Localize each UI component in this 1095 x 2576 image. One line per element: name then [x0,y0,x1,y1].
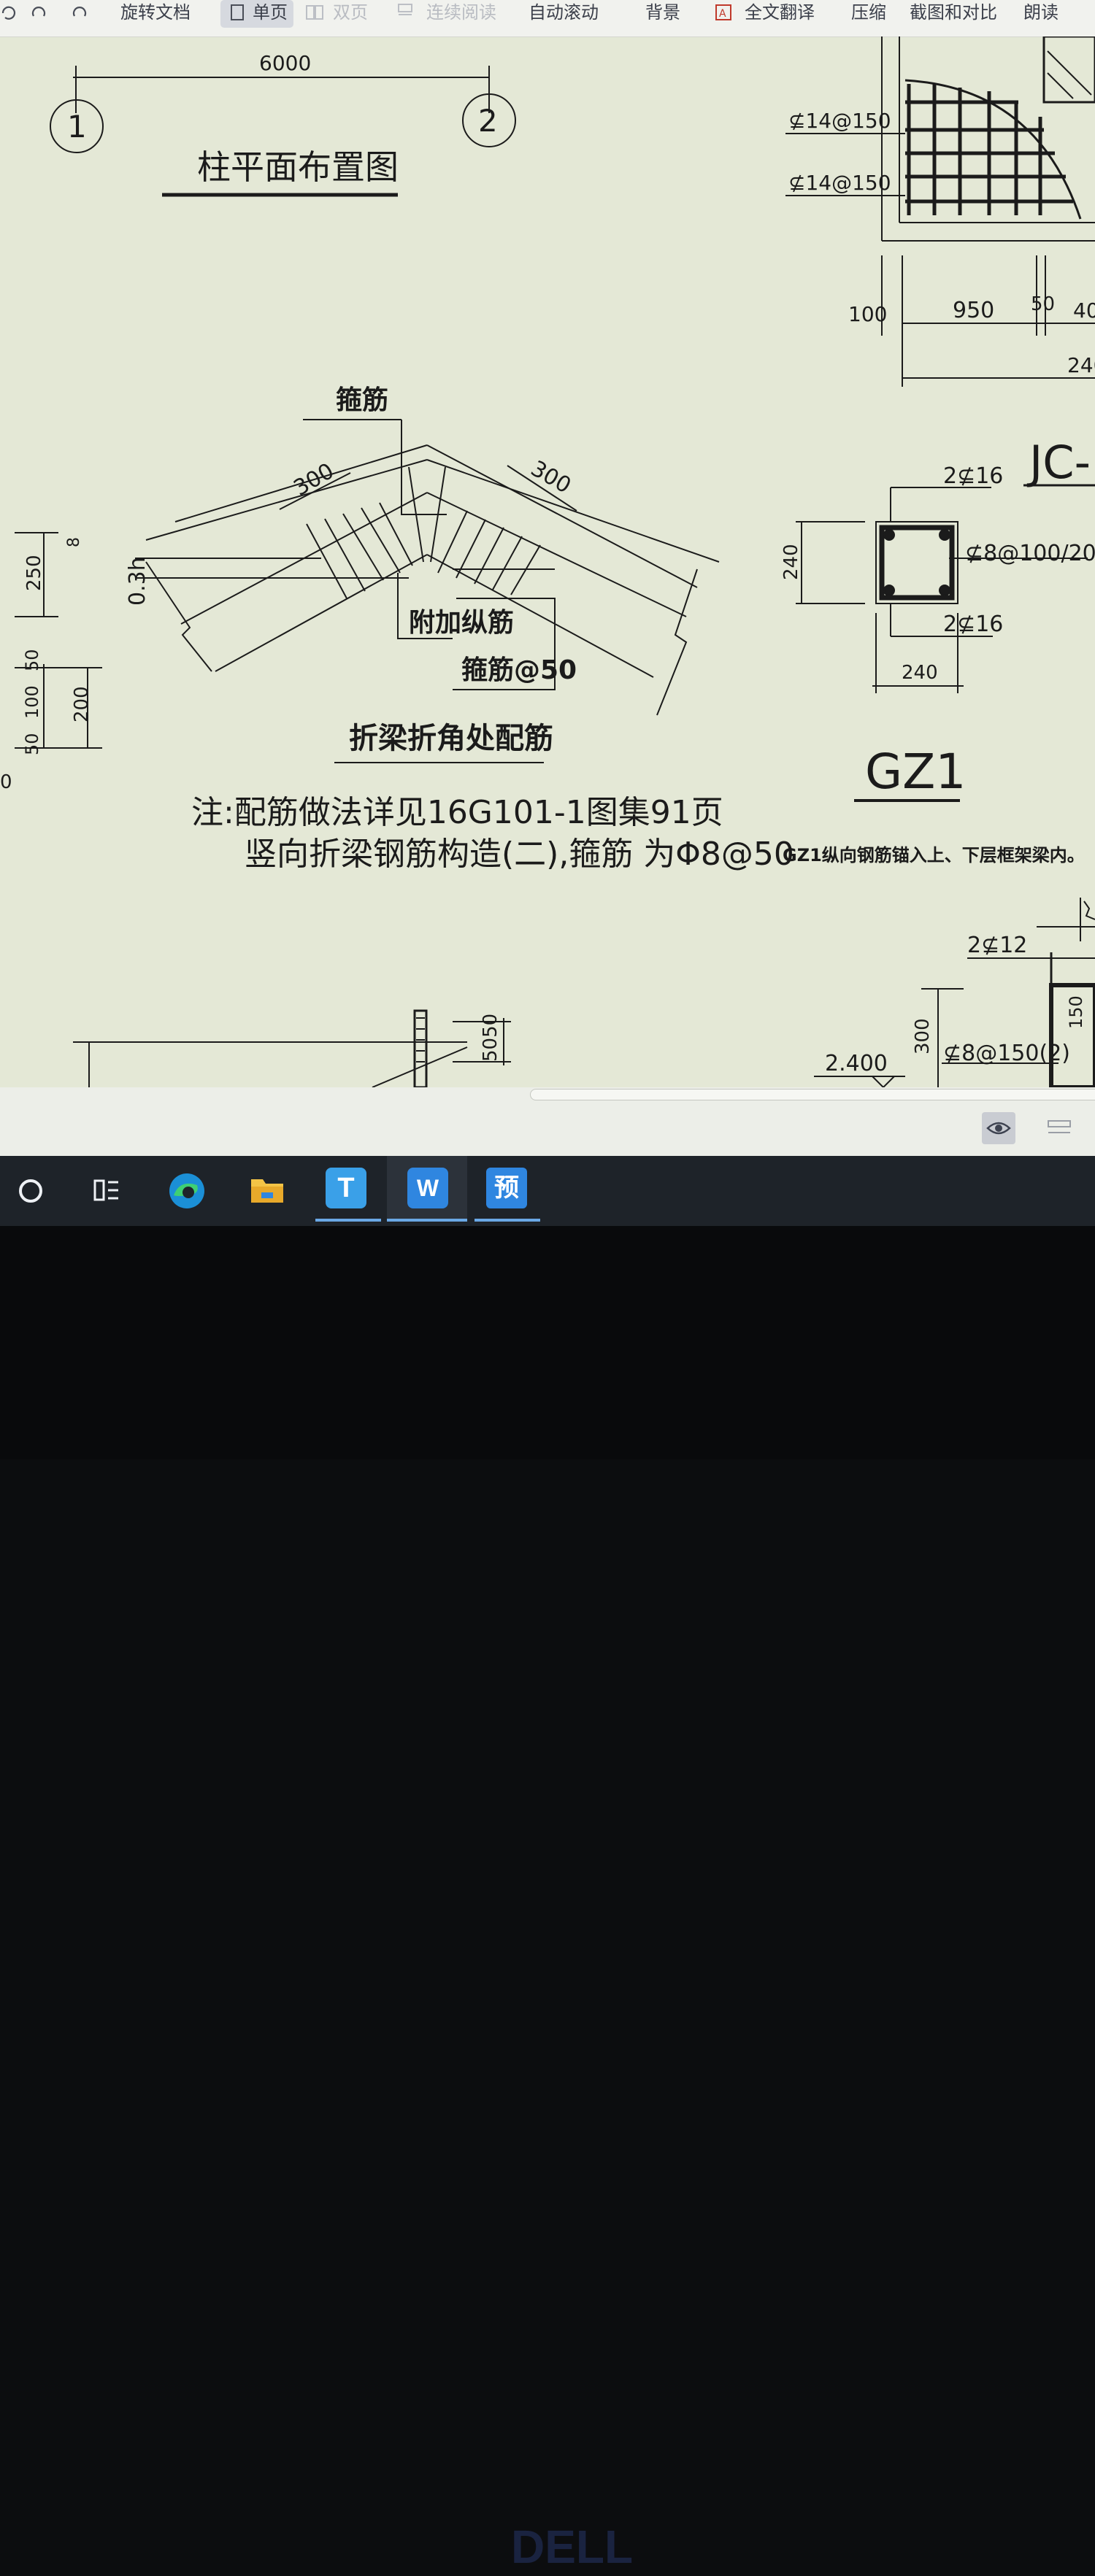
start-circle-icon[interactable] [10,1169,51,1210]
stirrup-label: 箍筋 [336,385,388,415]
wps-glyph: W [416,1175,439,1201]
stirrup-8-150: ⊈8@150(2) [943,1041,1070,1066]
auto-scroll-button[interactable]: 自动滚动 [529,2,599,23]
preview-app-icon[interactable]: 预 [486,1168,527,1208]
detail-arc [904,79,1082,220]
left-dim-100: 100 [22,685,42,719]
compress-button[interactable]: 压缩 [851,2,886,23]
gz-dim-width: 240 [902,662,938,684]
jc-label: JC- [1026,436,1091,489]
hatch-line [1047,50,1092,96]
dim-300-left-text: 300 [290,458,339,501]
wps-active-indicator [387,1219,467,1222]
rotate-right-icon[interactable] [70,3,89,22]
hatched-block [1042,35,1095,104]
horizontal-scrollbar[interactable] [0,1087,1095,1100]
label-0-3h-text: 0.3h [125,557,150,606]
file-explorer-icon[interactable] [247,1169,288,1210]
axis-1-text: 1 [67,109,87,144]
text-app-glyph: T [337,1173,355,1203]
gz1-title: GZ1 [865,744,966,800]
dim-50-text: 50 [1031,293,1055,315]
cad-drawing-view: 6000 1 2 柱平面布置图 [0,35,1095,1090]
single-page-button[interactable]: 单页 [220,0,293,28]
dim-150: 150 [1066,995,1086,1029]
background-button[interactable]: 背景 [645,2,680,23]
rotate-left-icon[interactable] [29,3,48,22]
bottom-left-detail [73,1009,511,1089]
axis-bubble-1 [50,99,104,153]
read-aloud-button[interactable]: 朗读 [1023,2,1058,23]
eye-protection-button[interactable] [982,1112,1015,1144]
screen: 旋转文档 单页 双页 连续阅读 自动滚动 背景 A 全文翻译 压缩 截图和对比 … [0,0,1095,1226]
left-dim-8: 8 [65,537,83,547]
rebar-label-14-150-a: ⊈14@150 [788,109,891,133]
reader-toolbar: 旋转文档 单页 双页 连续阅读 自动滚动 背景 A 全文翻译 压缩 截图和对比 … [0,0,1095,37]
axis-bubble-2 [462,93,516,147]
note-line-1: 注:配筋做法详见16G101-1图集91页 [191,794,723,831]
full-translate-button[interactable]: 全文翻译 [745,2,815,23]
extra-longitudinal-label: 附加纵筋 [409,608,514,638]
dim-100-text: 100 [848,302,887,326]
dim-300-bottom: 300 [912,1018,934,1054]
eye-icon [986,1122,1011,1135]
elevation-2400: 2.400 [825,1051,888,1076]
text-app-active-indicator [315,1219,381,1222]
double-page-button[interactable]: 双页 [333,2,368,23]
page-layout-icon[interactable] [1045,1118,1075,1141]
monitor-bezel: DELL [0,1226,1095,2573]
gz1-note: GZ1纵向钢筋锚入上、下层框架梁内。 [783,845,1085,865]
folded-beam-title: 折梁折角处配筋 [349,722,553,755]
screenshot-compare-button[interactable]: 截图和对比 [910,2,997,23]
svg-text:A: A [719,8,726,20]
dell-logo: DELL [511,2521,633,2573]
stirrup-at-50-label: 箍筋@50 [461,655,577,685]
brand-text: DELL [511,2521,633,2573]
axis-2-text: 2 [478,103,498,139]
continuous-read-icon [398,4,412,15]
undo-icon[interactable] [0,3,19,22]
left-dim-50a: 50 [22,649,42,671]
scrollbar-thumb[interactable] [530,1089,1095,1100]
translate-icon: A [715,4,731,20]
hatch-line [1047,72,1074,99]
dim-6000-text: 6000 [259,51,311,75]
gz-bottom-bars: 2⊈16 [943,612,1003,637]
note-line-2: 竖向折梁钢筋构造(二),箍筋 为Φ8@50 [245,836,794,873]
gz-dim-height: 240 [780,544,802,580]
dim-300-right-text: 300 [526,456,575,499]
preview-active-indicator [474,1219,540,1222]
left-edge-dimensions [15,532,102,749]
left-edge-zero: 0 [0,771,12,793]
rebar-label-14-150-b: ⊈14@150 [788,171,891,195]
wps-office-icon[interactable]: W [407,1168,448,1208]
continuous-reading-button[interactable]: 连续阅读 [426,2,496,23]
preview-glyph: 预 [494,1173,519,1203]
windows-taskbar: T W 预 [0,1156,1095,1226]
task-view-icon[interactable] [86,1169,127,1210]
rebar-grid-detail [905,84,1073,215]
text-app-icon[interactable]: T [326,1168,366,1208]
left-dim-200: 200 [71,686,93,722]
left-dim-50b: 50 [22,733,42,755]
double-page-icon [306,5,323,20]
bar-2-12: 2⊈12 [967,933,1027,958]
left-dim-250: 250 [23,555,45,591]
dim-950-text: 950 [953,298,994,323]
rotate-document-button[interactable]: 旋转文档 [120,2,191,23]
dim-5050: 5050 [480,1014,502,1062]
folded-beam-detail [135,419,720,716]
edge-browser-icon[interactable] [166,1169,207,1210]
dim-240-right-text: 240 [1067,353,1095,377]
column-layout-title: 柱平面布置图 [197,147,399,187]
single-page-icon [231,4,244,20]
gz1-section [796,487,1088,693]
status-bar [0,1100,1095,1156]
dim-40-text: 40 [1073,298,1095,323]
gz-top-bars: 2⊈16 [943,463,1003,489]
gz-stirrup: ⊈8@100/200 [965,541,1095,566]
